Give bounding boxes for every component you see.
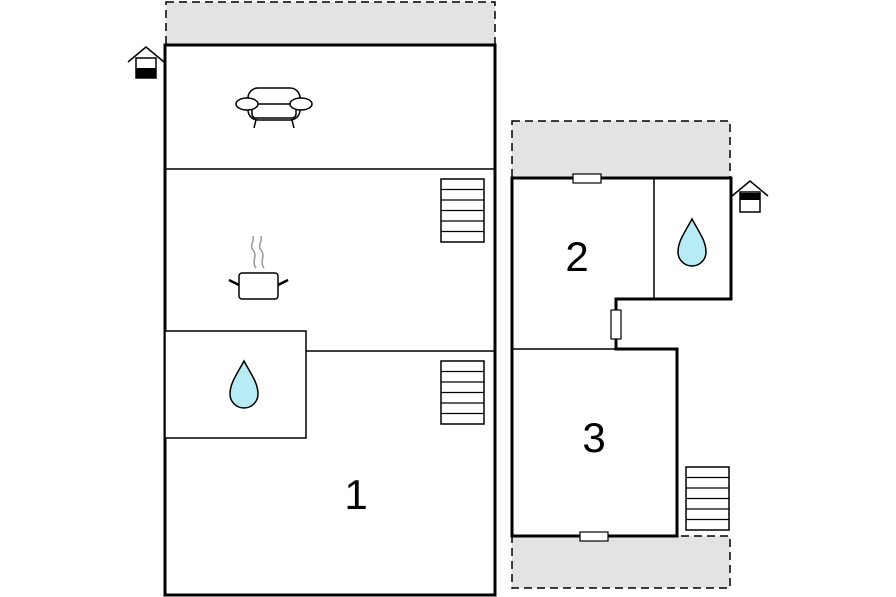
entrance-icon [731, 180, 769, 213]
terrace-bottom-right [511, 535, 731, 589]
stairs-icon [440, 360, 485, 425]
door-icon [610, 309, 622, 340]
entrance-icon [127, 46, 165, 79]
door-icon [579, 531, 609, 542]
room-number-2: 2 [565, 233, 588, 280]
cooking-pot-icon [228, 235, 289, 300]
door-icon [572, 173, 602, 184]
water-drop-icon [229, 359, 259, 409]
stairs-icon [685, 466, 730, 531]
stairs-icon [440, 178, 485, 243]
water-drop-icon [677, 217, 707, 267]
sofa-icon [235, 87, 313, 129]
terrace-top-left [165, 1, 496, 46]
building-left [163, 1, 497, 597]
building-right [510, 120, 733, 589]
terrace-top-right [511, 120, 731, 179]
room-number-1: 1 [344, 471, 367, 518]
outer-wall-left [163, 43, 497, 597]
room-number-3: 3 [582, 414, 605, 461]
